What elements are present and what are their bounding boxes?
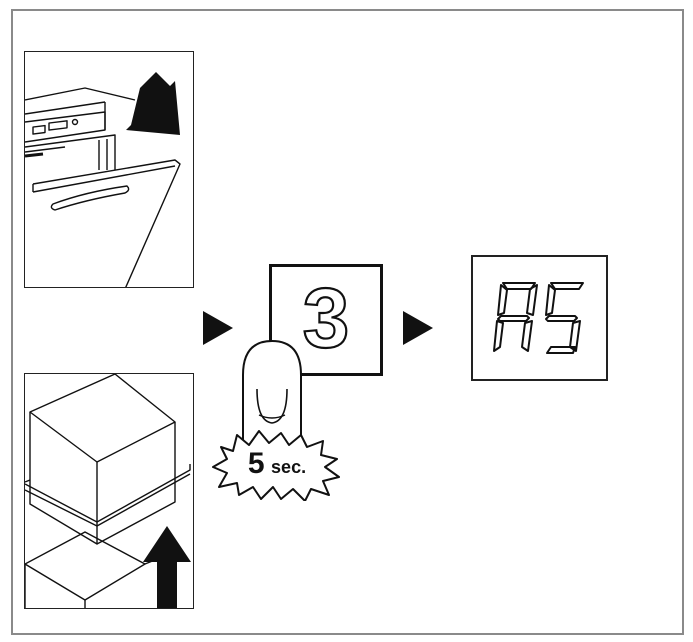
next-step-arrow-1 [203,311,233,345]
key-digit-graphic: 3 [302,270,351,366]
hold-duration-value: 5 [247,447,265,480]
next-step-arrow-2 [403,311,433,345]
dishwasher-door-illustration [25,72,181,287]
product-box-panel [24,373,194,609]
hold-duration-badge: 5 sec. [211,429,343,501]
seven-segment-display [493,282,584,354]
hold-duration-unit: sec. [271,457,307,477]
burst-shape [212,430,340,501]
product-box-illustration [25,374,191,608]
lift-arrow-icon [143,526,191,608]
key-digit: 3 [303,271,350,365]
finger-press-icon [242,339,302,457]
display-panel: A5 [471,255,608,381]
push-arrow-icon [126,72,180,135]
dishwasher-door-panel [24,51,194,288]
instruction-frame: 3 5 sec. A5 [11,9,684,635]
